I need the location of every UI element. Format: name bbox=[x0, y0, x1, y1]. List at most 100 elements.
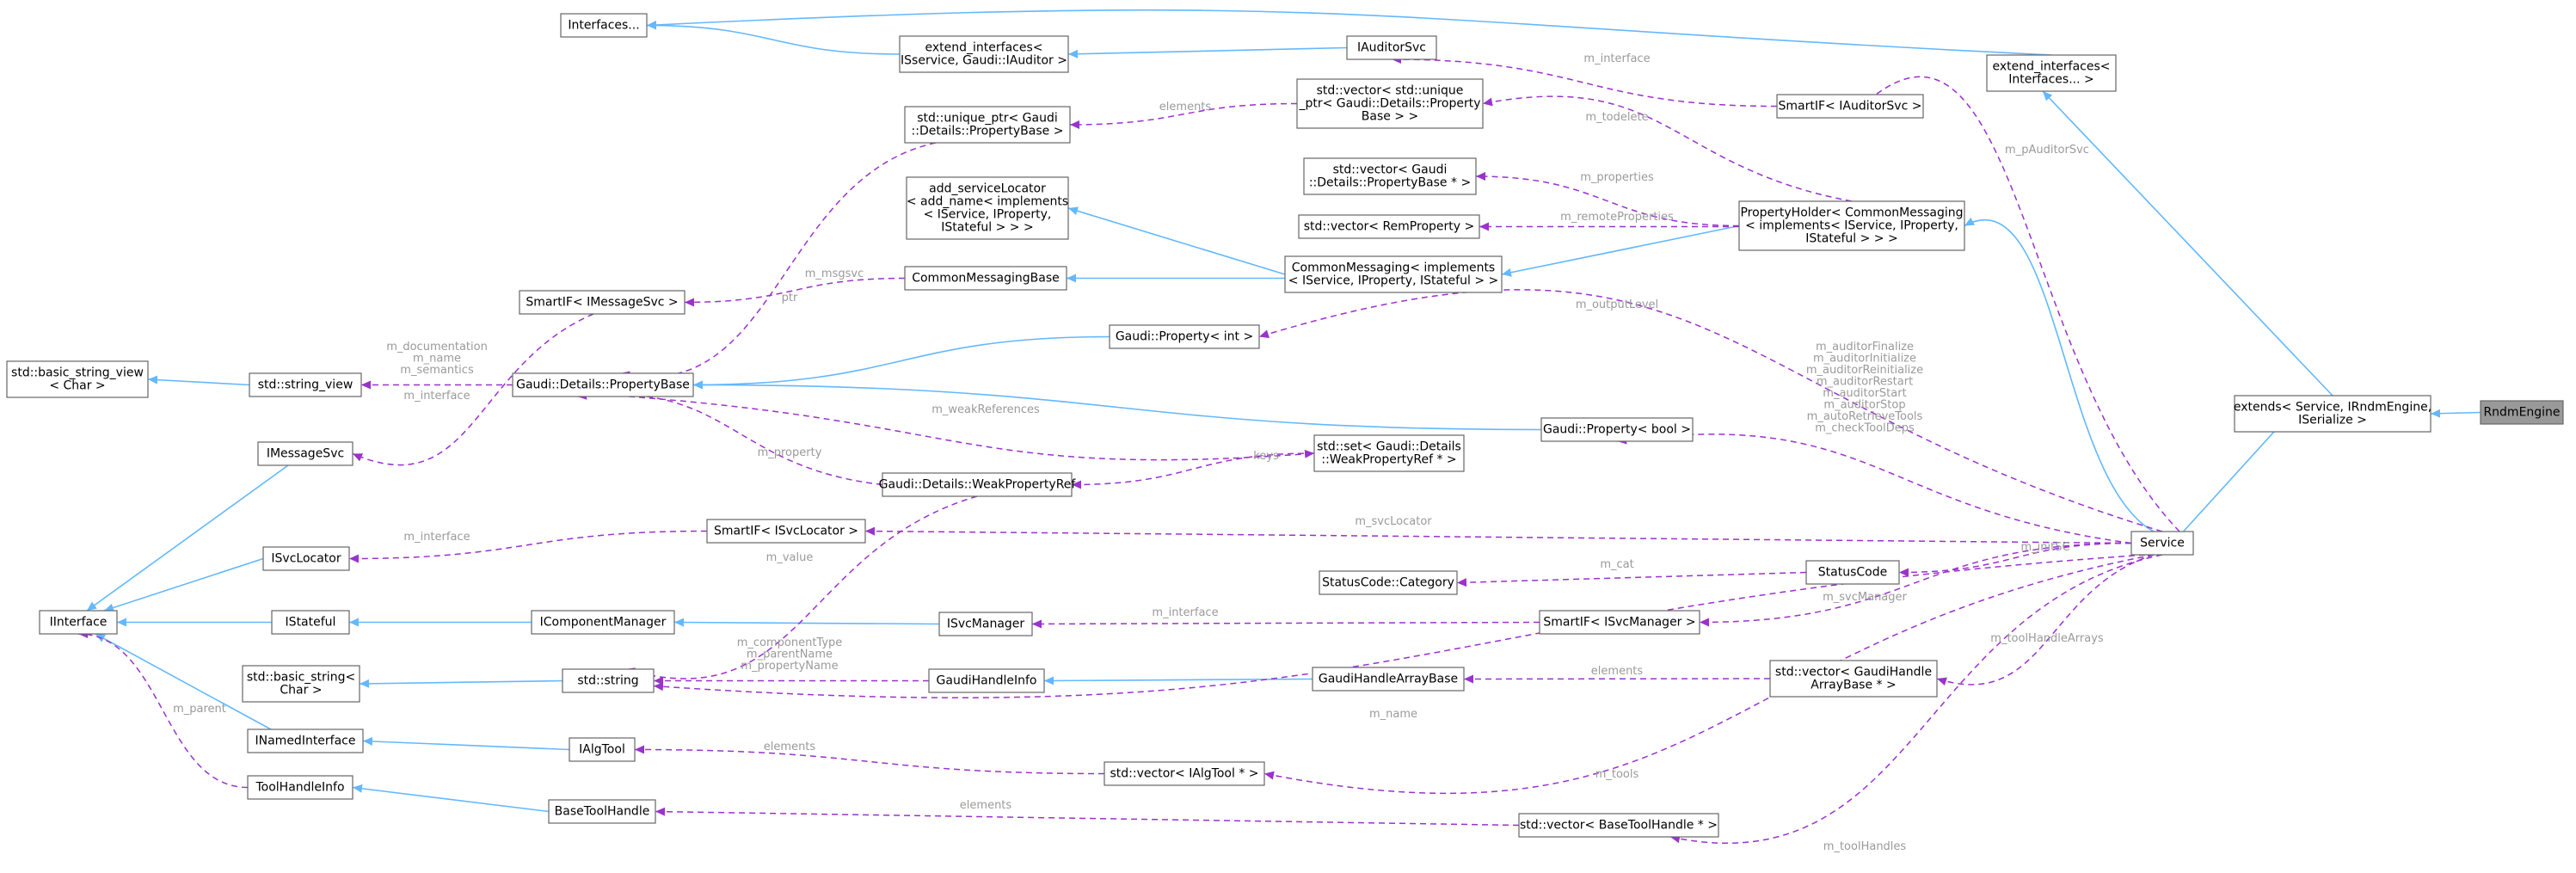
edge-label-elements-unique: elements bbox=[1159, 101, 1212, 114]
class-node-ext-ifaces-top[interactable]: extend_interfaces<Interfaces... > bbox=[1986, 54, 2117, 92]
class-node-commonmsg[interactable]: CommonMessaging< implements< IService, I… bbox=[1284, 255, 1503, 293]
class-node-property-int[interactable]: Gaudi::Property< int > bbox=[1109, 324, 1260, 349]
class-node-label: ::Details::PropertyBase * > bbox=[1309, 176, 1471, 190]
usage-edge-m-weakreferences bbox=[628, 396, 1315, 461]
class-node-istateful[interactable]: IStateful bbox=[271, 610, 350, 635]
class-node-box bbox=[1319, 570, 1458, 595]
class-node-statuscode[interactable]: StatusCode bbox=[1805, 560, 1900, 585]
class-node-inamedinterface[interactable]: INamedInterface bbox=[247, 729, 364, 753]
class-node-vec-basetoolhandle[interactable]: std::vector< BaseToolHandle * > bbox=[1518, 813, 1719, 838]
class-node-label: < implements< IService, IProperty, bbox=[1745, 219, 1958, 233]
class-node-box bbox=[257, 441, 354, 466]
class-node-statuscode-cat[interactable]: StatusCode::Category bbox=[1319, 570, 1458, 595]
class-node-basetoolhandle[interactable]: BaseToolHandle bbox=[548, 799, 656, 824]
class-node-gaudihandleinfo[interactable]: GaudiHandleInfo bbox=[928, 668, 1045, 693]
class-node-box bbox=[1312, 667, 1465, 692]
class-node-isvclocator[interactable]: ISvcLocator bbox=[262, 546, 350, 571]
edge-label-m-svclocator: m_svcLocator bbox=[1355, 515, 1432, 528]
class-node-label: ISerialize > bbox=[2298, 414, 2367, 427]
edge-label-m-interface-auditor: m_interface bbox=[1583, 52, 1650, 65]
class-node-box bbox=[1298, 214, 1480, 239]
class-node-property-bool[interactable]: Gaudi::Property< bool > bbox=[1540, 417, 1694, 442]
edge-labels-layer: m_interfacem_pAuditorSvcelementsm_todele… bbox=[173, 52, 2104, 853]
usage-edge-m-initsc bbox=[1898, 542, 2132, 577]
class-node-iinterface[interactable]: IInterface bbox=[39, 610, 118, 635]
edge-label-m-svcmanager: m_svcManager bbox=[1823, 591, 1907, 604]
edge-label-m-auditor-group: m_autoRetrieveTools bbox=[1807, 410, 1923, 423]
usage-edge-m-auditor-flags bbox=[1616, 433, 2132, 544]
edge-label-m-documentation-group: m_semantics bbox=[400, 364, 474, 377]
class-node-iauditorsvc[interactable]: IAuditorSvc bbox=[1346, 35, 1437, 60]
class-node-box bbox=[899, 35, 1069, 73]
class-node-service[interactable]: Service bbox=[2130, 531, 2194, 556]
class-node-box bbox=[569, 737, 636, 762]
edge-label-m-auditor-group: m_auditorRestart bbox=[1817, 376, 1913, 389]
class-node-label: Gaudi::Details::PropertyBase bbox=[516, 378, 690, 392]
class-node-box bbox=[1518, 813, 1719, 838]
class-node-label: ToolHandleInfo bbox=[255, 781, 344, 795]
class-node-ialgtool[interactable]: IAlgTool bbox=[569, 737, 636, 762]
class-node-box bbox=[1769, 660, 1938, 698]
class-node-weakpropref[interactable]: Gaudi::Details::WeakPropertyRef bbox=[879, 472, 1077, 497]
class-node-smartif-auditorsvc[interactable]: SmartIF< IAuditorSvc > bbox=[1776, 94, 1924, 119]
class-node-vec-remprop[interactable]: std::vector< RemProperty > bbox=[1298, 214, 1480, 239]
usage-edge-m-outputlevel bbox=[1258, 289, 2163, 532]
class-node-string-view[interactable]: std::string_view bbox=[249, 372, 362, 397]
class-node-ext-ifaces-auditor[interactable]: extend_interfaces<ISservice, Gaudi::IAud… bbox=[899, 35, 1069, 73]
class-node-label: < IService, IProperty, IStateful > > bbox=[1288, 274, 1498, 288]
class-node-box bbox=[2130, 531, 2194, 556]
class-node-rndmengine[interactable]: RndmEngine bbox=[2480, 400, 2564, 425]
class-node-vec-unique-ptr[interactable]: std::vector< std::unique_ptr< Gaudi::Det… bbox=[1296, 78, 1484, 129]
class-node-vec-gharraybase[interactable]: std::vector< GaudiHandleArrayBase * > bbox=[1769, 660, 1938, 698]
edge-label-m-toolhandlearrays: m_toolHandleArrays bbox=[1990, 632, 2104, 645]
class-node-smartif-svclocator[interactable]: SmartIF< ISvcLocator > bbox=[706, 519, 866, 544]
class-node-box bbox=[6, 360, 149, 398]
class-node-commonmsgbase[interactable]: CommonMessagingBase bbox=[904, 266, 1067, 291]
class-node-smartif-msgsvc[interactable]: SmartIF< IMessageSvc > bbox=[519, 290, 685, 315]
class-node-label: GaudiHandleInfo bbox=[937, 674, 1037, 688]
class-node-propertybase[interactable]: Gaudi::Details::PropertyBase bbox=[512, 372, 694, 397]
class-node-gaudihandlearraybase[interactable]: GaudiHandleArrayBase bbox=[1312, 667, 1465, 692]
edge-label-m-documentation-group: m_name bbox=[413, 353, 461, 366]
class-node-vec-pb-ptr[interactable]: std::vector< Gaudi::Details::PropertyBas… bbox=[1303, 157, 1477, 195]
class-node-interfaces[interactable]: Interfaces... bbox=[560, 13, 648, 38]
class-node-label: IMessageSvc bbox=[267, 447, 344, 461]
class-node-box bbox=[1776, 94, 1924, 119]
inherits-edge-property-bool-pb bbox=[692, 380, 1542, 431]
edge-label-m-interface-msgsvc: m_interface bbox=[403, 390, 470, 403]
class-node-icomponentmgr[interactable]: IComponentManager bbox=[531, 610, 675, 635]
class-node-extends-service[interactable]: extends< Service, IRndmEngine,ISerialize… bbox=[2234, 395, 2432, 433]
class-node-isvcmanager[interactable]: ISvcManager bbox=[938, 612, 1033, 636]
class-node-imessagesvc[interactable]: IMessageSvc bbox=[257, 441, 354, 466]
class-node-unique-ptr-pb[interactable]: std::unique_ptr< Gaudi::Details::Propert… bbox=[904, 106, 1071, 144]
class-node-add-svclocator[interactable]: add_serviceLocator< add_name< implements… bbox=[906, 176, 1069, 240]
usage-edge-m-svclocator bbox=[864, 526, 2132, 544]
class-node-box bbox=[1539, 610, 1700, 635]
class-node-label: ::WeakPropertyRef * > bbox=[1321, 453, 1456, 467]
class-node-vec-ialgtool[interactable]: std::vector< IAlgTool * > bbox=[1104, 761, 1265, 786]
edge-label-m-todelete: m_todelete bbox=[1585, 111, 1648, 124]
inherits-edge-propholder-commonmsg bbox=[1501, 224, 1740, 277]
class-node-basic-string-view[interactable]: std::basic_string_view< Char > bbox=[6, 360, 149, 398]
class-node-smartif-svcmanager[interactable]: SmartIF< ISvcManager > bbox=[1539, 610, 1700, 635]
class-node-box bbox=[1986, 54, 2117, 92]
class-node-toolhandleinfo[interactable]: ToolHandleInfo bbox=[247, 775, 354, 800]
inherits-edge-isvclocator-iinterface bbox=[103, 557, 264, 612]
edge-label-m-auditor-group: m_auditorFinalize bbox=[1816, 341, 1914, 354]
usage-edge-m-interface-svclocator bbox=[348, 530, 708, 563]
class-node-label: StatusCode::Category bbox=[1322, 576, 1454, 590]
usage-edge-elements-unique bbox=[1069, 102, 1298, 129]
class-node-box bbox=[904, 106, 1071, 144]
class-node-basic-string[interactable]: std::basic_string<Char > bbox=[242, 665, 360, 703]
class-node-box bbox=[906, 176, 1069, 240]
class-node-box bbox=[706, 519, 866, 544]
class-node-std-string[interactable]: std::string bbox=[562, 668, 655, 693]
class-node-label: std::vector< GaudiHandle bbox=[1775, 666, 1932, 679]
edge-label-m-property: m_property bbox=[758, 446, 822, 459]
class-node-label: IInterface bbox=[50, 616, 108, 630]
class-node-label: std::vector< Gaudi bbox=[1333, 163, 1448, 177]
class-node-label: PropertyHolder< CommonMessaging bbox=[1740, 206, 1963, 220]
class-node-propholder[interactable]: PropertyHolder< CommonMessaging< impleme… bbox=[1738, 200, 1965, 251]
class-node-set-weakref[interactable]: std::set< Gaudi::Details::WeakPropertyRe… bbox=[1313, 434, 1465, 472]
